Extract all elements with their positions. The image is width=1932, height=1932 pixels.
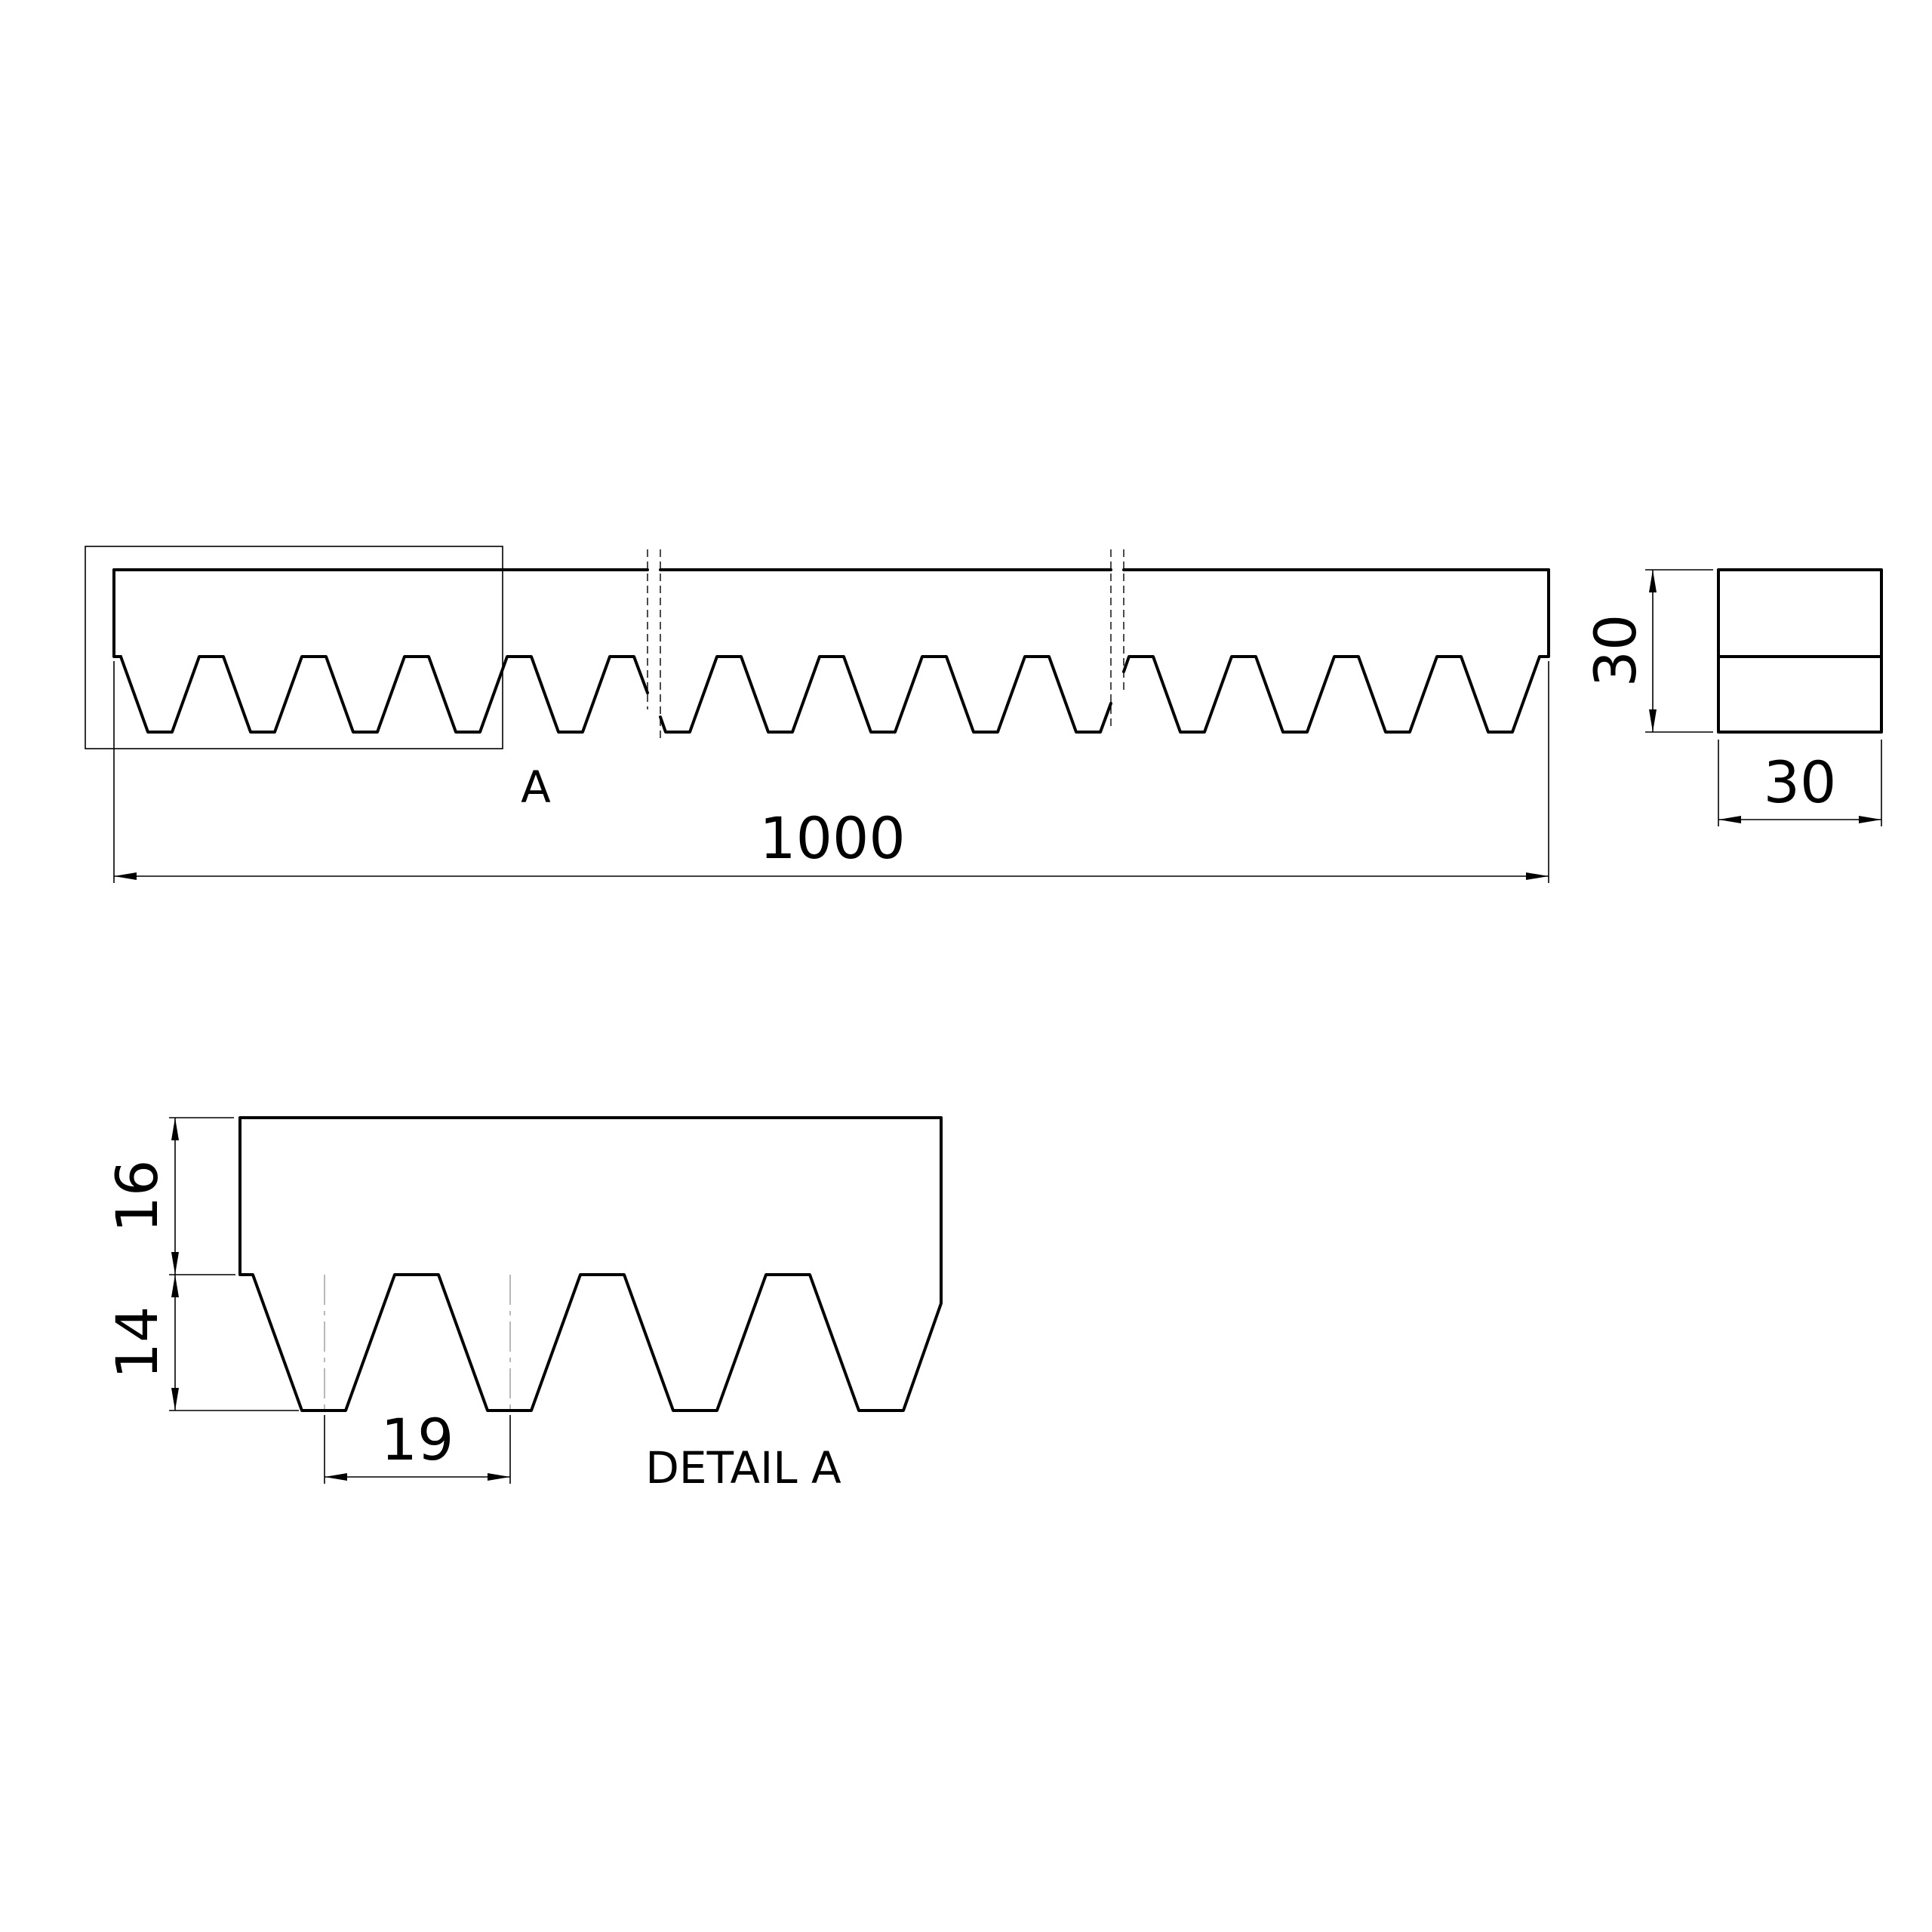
- arrow-head: [171, 1275, 179, 1297]
- arrow-head: [1718, 816, 1741, 823]
- arrow-head: [488, 1473, 510, 1481]
- rack-side-view: 30 30: [1582, 568, 1883, 826]
- rack-teeth-segment-2: [659, 655, 1112, 734]
- rack-right-end: [1540, 568, 1550, 658]
- arrow-head: [325, 1473, 347, 1481]
- arrow-head: [171, 1388, 179, 1411]
- width-dimension-label: 30: [1764, 749, 1837, 816]
- arrow-head: [1649, 570, 1657, 592]
- top-height-dimension-label: 16: [103, 1160, 171, 1233]
- pitch-dimension-label: 19: [381, 1406, 454, 1473]
- rack-left-end: [112, 568, 122, 658]
- rack-front-view: A 1000: [85, 546, 1550, 883]
- arrow-head: [171, 1252, 179, 1275]
- tooth-height-dimension-label: 14: [103, 1306, 171, 1380]
- arrow-head: [1859, 816, 1881, 823]
- rack-teeth-segment-3: [1122, 655, 1543, 734]
- detail-a-marker: A: [521, 761, 551, 813]
- detail-a-title: DETAIL A: [645, 1442, 841, 1494]
- height-dimension-label: 30: [1582, 614, 1649, 688]
- side-profile: [1717, 568, 1883, 734]
- rack-teeth-segment-1: [119, 655, 649, 734]
- arrow-head: [171, 1118, 179, 1140]
- detail-a-boundary: [85, 546, 503, 749]
- arrow-head: [114, 872, 137, 880]
- detail-a-view: 16 14 19 DETAIL A: [103, 1116, 943, 1494]
- arrow-head: [1649, 709, 1657, 732]
- length-dimension-label: 1000: [759, 804, 905, 872]
- detail-profile: [238, 1116, 943, 1412]
- arrow-head: [1526, 872, 1549, 880]
